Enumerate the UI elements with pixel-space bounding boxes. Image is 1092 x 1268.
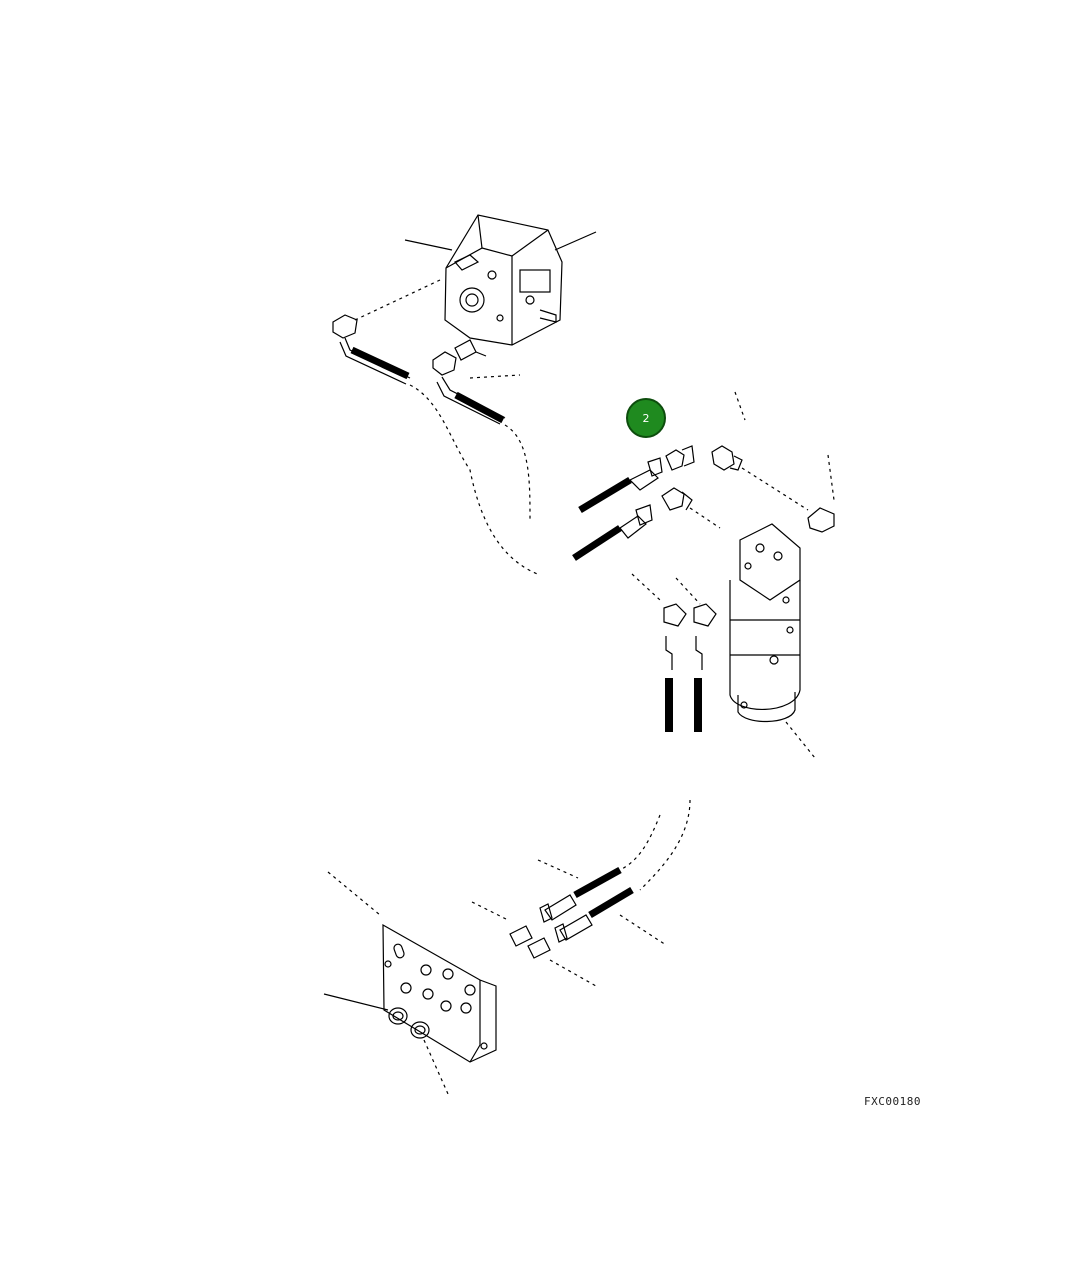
dashed-leader	[741, 467, 809, 511]
leader-line	[619, 914, 667, 946]
bulkhead-plate[interactable]	[382, 923, 497, 1063]
pump-fitting[interactable]	[454, 339, 487, 361]
leader-line	[549, 959, 597, 987]
pump-leader-right	[554, 231, 597, 251]
figure-code: FXC00180	[864, 1095, 921, 1108]
dashed-leader	[689, 507, 721, 529]
elbow-fitting[interactable]	[711, 445, 743, 471]
leader-line	[537, 859, 579, 879]
elbow-fitting-right[interactable]	[807, 507, 835, 533]
dashed-leader	[469, 374, 521, 379]
hose-upper-left-2[interactable]	[432, 351, 506, 425]
dashed-leader	[631, 573, 661, 601]
dashed-leader	[639, 799, 691, 891]
hose-upper-left-1[interactable]	[332, 314, 411, 385]
dashed-leader	[409, 384, 541, 576]
dashed-leader	[827, 454, 835, 501]
hose-vertical-1[interactable]	[663, 603, 687, 732]
hose-middle-1[interactable]	[578, 457, 663, 514]
leader-line	[323, 993, 389, 1011]
hose-middle-2[interactable]	[572, 504, 653, 561]
bulkhead-nut[interactable]	[388, 1007, 408, 1025]
elbow-fitting[interactable]	[661, 487, 693, 511]
dashed-leader	[734, 391, 746, 421]
leader-line	[423, 1039, 449, 1095]
elbow-fitting[interactable]	[665, 445, 695, 471]
dashed-leader	[619, 814, 661, 871]
leader-line	[471, 901, 509, 921]
hydraulic-pump[interactable]	[444, 214, 563, 346]
callout-number-2[interactable]: 2	[626, 398, 666, 438]
adapter-fitting[interactable]	[527, 937, 551, 959]
hose-lower-2[interactable]	[554, 886, 634, 943]
hose-vertical-2[interactable]	[693, 603, 717, 732]
pump-leader-left	[404, 239, 453, 251]
hose-lower-1[interactable]	[539, 866, 622, 923]
swivel-joint[interactable]	[729, 523, 801, 723]
dashed-leader	[354, 279, 441, 321]
dashed-leader	[675, 577, 701, 605]
swivel-leader	[785, 721, 816, 759]
adapter-fitting[interactable]	[509, 925, 533, 947]
bulkhead-nut[interactable]	[410, 1021, 430, 1039]
dashed-leader	[504, 424, 531, 521]
leader-line	[327, 871, 381, 916]
